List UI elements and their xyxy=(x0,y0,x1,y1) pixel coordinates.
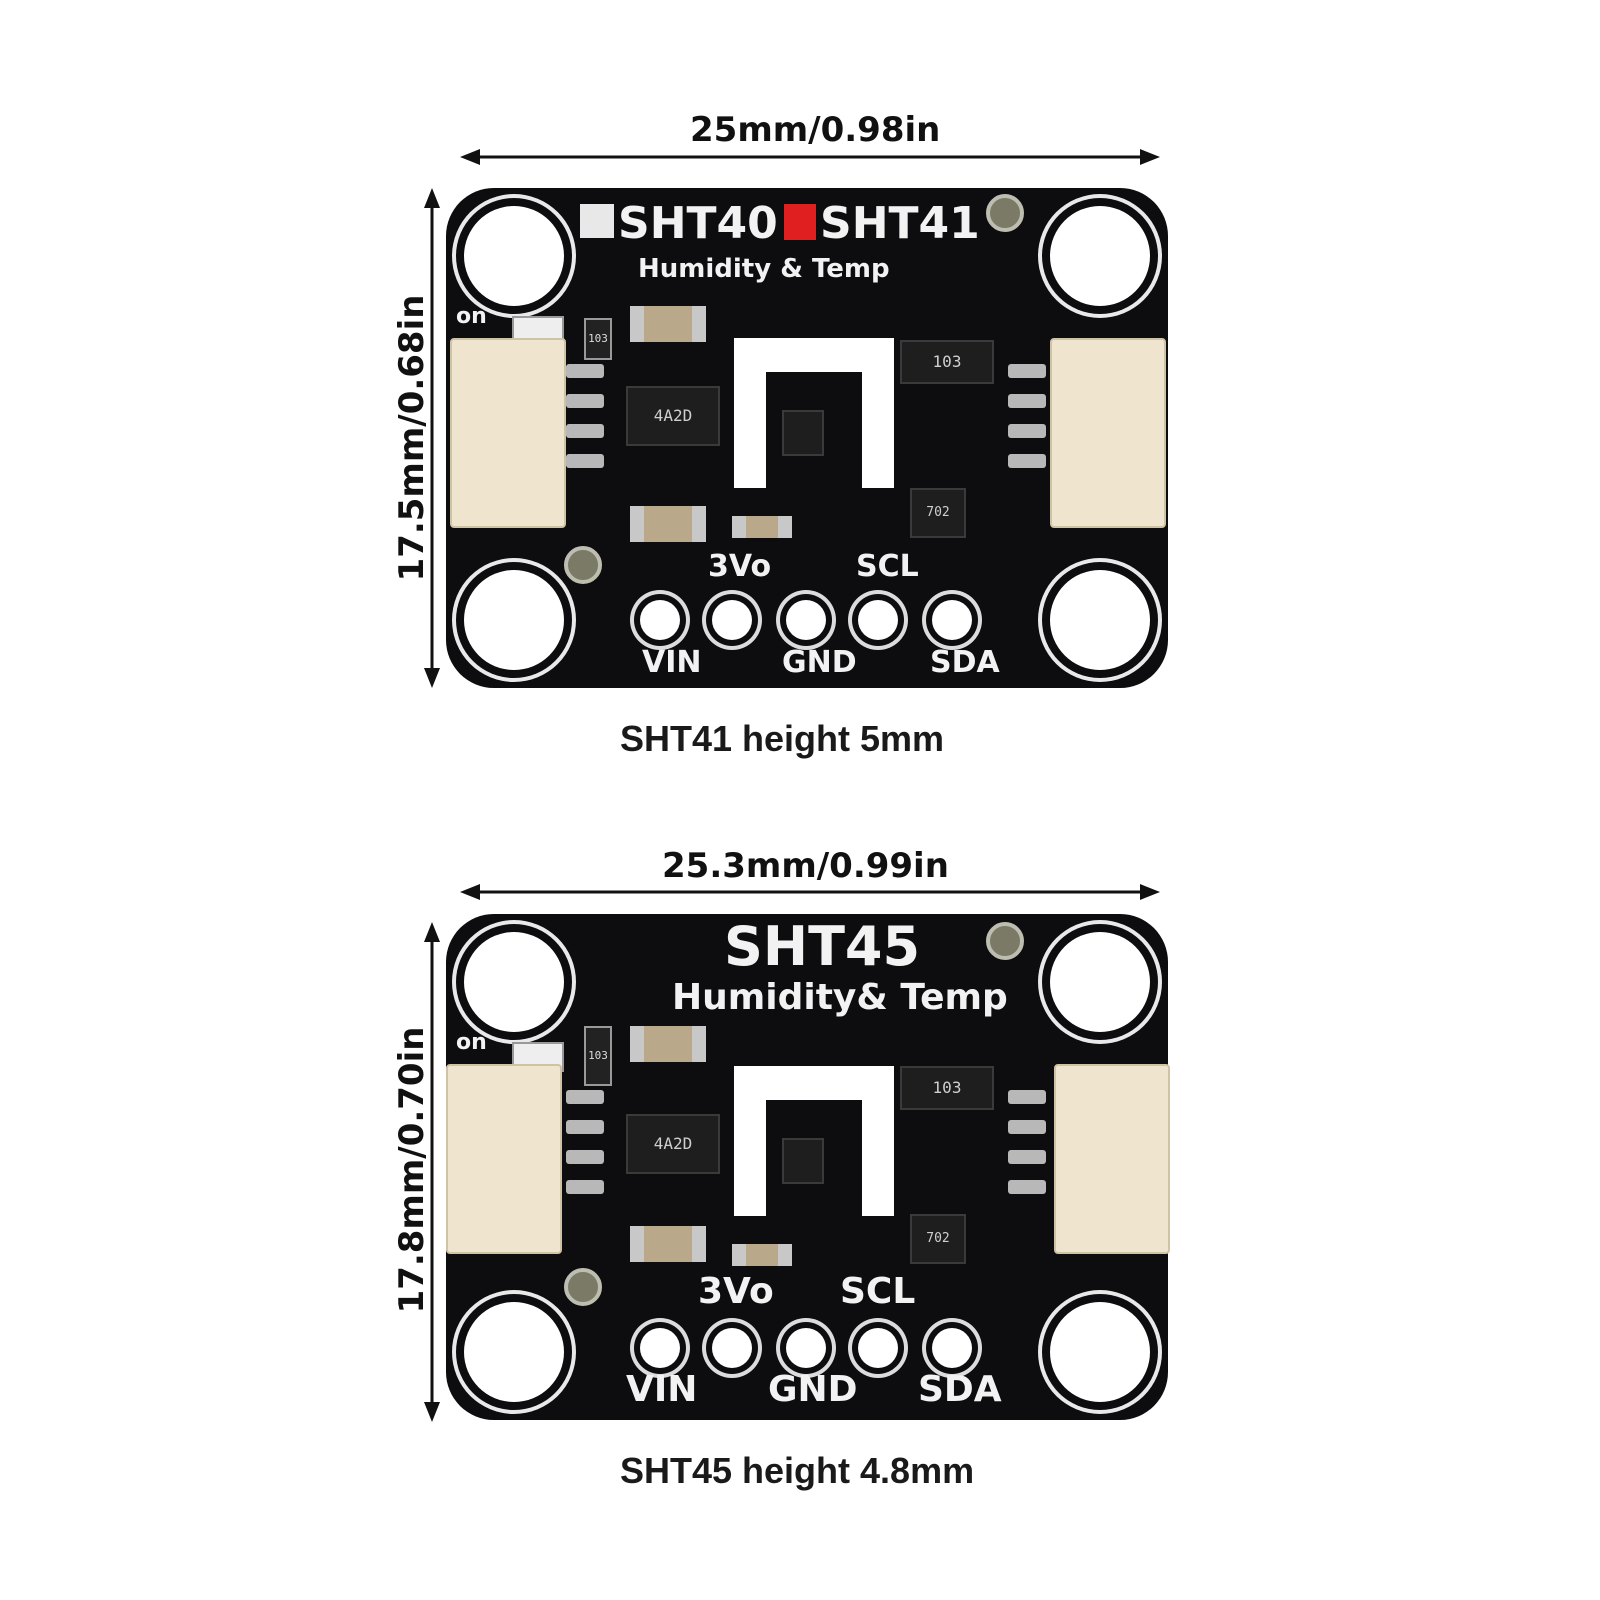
bottom-width-label: 25.3mm/0.99in xyxy=(662,846,949,886)
capacitor xyxy=(732,516,792,538)
top-height-label: 17.5mm/0.68in xyxy=(392,294,432,582)
capacitor xyxy=(630,1226,706,1262)
resistor-array: 103 xyxy=(900,340,994,384)
bottom-caption: SHT45 height 4.8mm xyxy=(620,1450,975,1491)
pin-pad xyxy=(858,1328,898,1368)
board-title-sht41: SHT41 xyxy=(820,198,980,249)
mounting-hole xyxy=(1050,1302,1150,1402)
top-height-arrow xyxy=(424,188,440,688)
mounting-hole xyxy=(1050,206,1150,306)
mounting-hole xyxy=(464,1302,564,1402)
pin-label-gnd: GND xyxy=(782,645,857,680)
connector-pins-left xyxy=(566,1090,604,1230)
top-width-arrow xyxy=(460,149,1160,165)
resistor: 103 xyxy=(584,318,612,360)
pin-label-gnd: GND xyxy=(768,1369,858,1410)
pin-pad xyxy=(712,1328,752,1368)
capacitor xyxy=(630,306,706,342)
regulator-chip: 4A2D xyxy=(626,1114,720,1174)
power-led-label: on xyxy=(456,1030,487,1055)
stemma-connector-right xyxy=(1054,1064,1170,1254)
highlight-marker xyxy=(784,204,816,240)
connector-pins-left xyxy=(566,364,604,504)
connector-pins-right xyxy=(1008,1090,1046,1230)
resistor: 103 xyxy=(584,1026,612,1086)
via-dot xyxy=(564,546,602,584)
pin-label-sda: SDA xyxy=(930,645,1000,680)
pin-pad xyxy=(712,600,752,640)
bottom-height-arrow xyxy=(424,922,440,1422)
pin-label-vin: VIN xyxy=(642,645,702,680)
connector-pins-right xyxy=(1008,364,1046,504)
sht45-board: SHT45 Humidity& Temp on 103 4A2D 103 702… xyxy=(446,914,1170,1420)
mounting-hole xyxy=(464,206,564,306)
mounting-hole xyxy=(464,570,564,670)
pin-pad xyxy=(640,600,680,640)
via-dot xyxy=(564,1268,602,1306)
mounting-hole xyxy=(1050,570,1150,670)
board-title-sht45: SHT45 xyxy=(724,915,921,978)
via-dot xyxy=(986,922,1024,960)
pin-label-vin: VIN xyxy=(626,1369,698,1410)
stemma-connector-left xyxy=(450,338,566,528)
sht-sensor-chip xyxy=(782,410,824,456)
regulator-chip: 4A2D xyxy=(626,386,720,446)
via-dot xyxy=(986,194,1024,232)
mounting-hole xyxy=(464,932,564,1032)
pin-label-3vo: 3Vo xyxy=(708,549,772,584)
pin-pad xyxy=(786,1328,826,1368)
capacitor xyxy=(732,1244,792,1266)
sht41-board: SHT40 SHT41 Humidity & Temp on 103 4A2D … xyxy=(446,188,1168,688)
top-caption: SHT41 height 5mm xyxy=(620,718,945,759)
pin-pad xyxy=(932,600,972,640)
bottom-height-label: 17.8mm/0.70in xyxy=(392,1026,432,1314)
capacitor xyxy=(630,1026,706,1062)
level-shifter-chip: 702 xyxy=(910,1214,966,1264)
pin-label-3vo: 3Vo xyxy=(698,1271,774,1312)
pin-pad xyxy=(932,1328,972,1368)
top-width-label: 25mm/0.98in xyxy=(690,110,941,150)
board-subtitle: Humidity& Temp xyxy=(672,977,1008,1018)
mounting-hole xyxy=(1050,932,1150,1032)
bottom-width-arrow xyxy=(460,884,1160,900)
pin-label-sda: SDA xyxy=(918,1369,1002,1410)
board-subtitle: Humidity & Temp xyxy=(638,254,890,284)
power-led-label: on xyxy=(456,304,487,329)
stemma-connector-right xyxy=(1050,338,1166,528)
silkscreen-square xyxy=(580,204,614,238)
capacitor xyxy=(630,506,706,542)
stemma-connector-left xyxy=(446,1064,562,1254)
resistor-array: 103 xyxy=(900,1066,994,1110)
pin-pad xyxy=(858,600,898,640)
board-title-sht40: SHT40 xyxy=(618,198,778,249)
sht-sensor-chip xyxy=(782,1138,824,1184)
pin-pad xyxy=(640,1328,680,1368)
pin-label-scl: SCL xyxy=(840,1271,916,1312)
pin-pad xyxy=(786,600,826,640)
pin-label-scl: SCL xyxy=(856,549,919,584)
level-shifter-chip: 702 xyxy=(910,488,966,538)
